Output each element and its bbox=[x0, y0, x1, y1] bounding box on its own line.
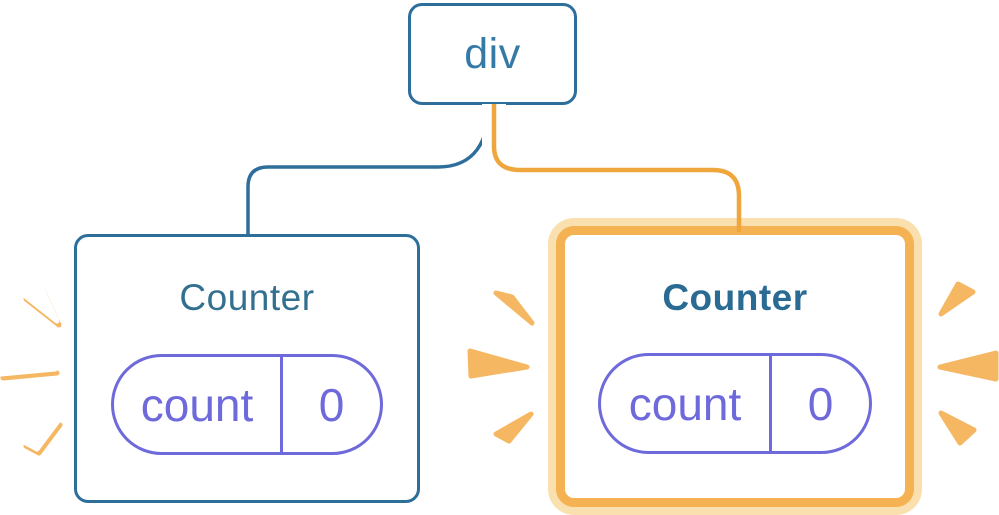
burst-group-right bbox=[937, 281, 999, 446]
burst-mark-icon bbox=[938, 410, 977, 446]
state-pill: count 0 bbox=[598, 353, 872, 454]
burst-mark-icon bbox=[938, 281, 976, 317]
state-pill-divider bbox=[769, 356, 772, 451]
state-value: 0 bbox=[318, 378, 345, 431]
burst-mark-icon bbox=[493, 411, 534, 444]
state-key: count bbox=[628, 377, 742, 430]
counter-title: Counter bbox=[662, 277, 808, 318]
burst-mark-icon bbox=[493, 290, 535, 326]
state-pill: count 0 bbox=[111, 354, 383, 455]
burst-mark-icon bbox=[937, 350, 999, 382]
burst-mark-icon bbox=[0, 353, 60, 381]
state-value: 0 bbox=[807, 377, 834, 430]
burst-mark-icon bbox=[23, 422, 63, 456]
burst-mark-icon bbox=[0, 349, 58, 377]
edge-to-right-child-halo bbox=[482, 104, 751, 217]
tree-node-counter-left: Counter count 0 bbox=[74, 234, 420, 503]
edge-to-right-child-core bbox=[491, 104, 742, 232]
counter-title: Counter bbox=[179, 277, 315, 318]
burst-mark-icon bbox=[23, 288, 62, 328]
tree-node-counter-right: Counter count 0 bbox=[556, 226, 914, 507]
burst-mark-icon bbox=[21, 284, 60, 324]
state-pill-divider bbox=[280, 357, 283, 452]
burst-mark-icon bbox=[467, 348, 530, 379]
burst-group-left bbox=[0, 284, 63, 456]
burst-group-middle bbox=[467, 290, 535, 444]
tree-node-root: div bbox=[408, 3, 577, 105]
state-key: count bbox=[140, 378, 254, 431]
burst-mark-icon bbox=[21, 418, 61, 452]
edge-to-left-child bbox=[246, 103, 491, 236]
root-node-label: div bbox=[464, 29, 521, 78]
